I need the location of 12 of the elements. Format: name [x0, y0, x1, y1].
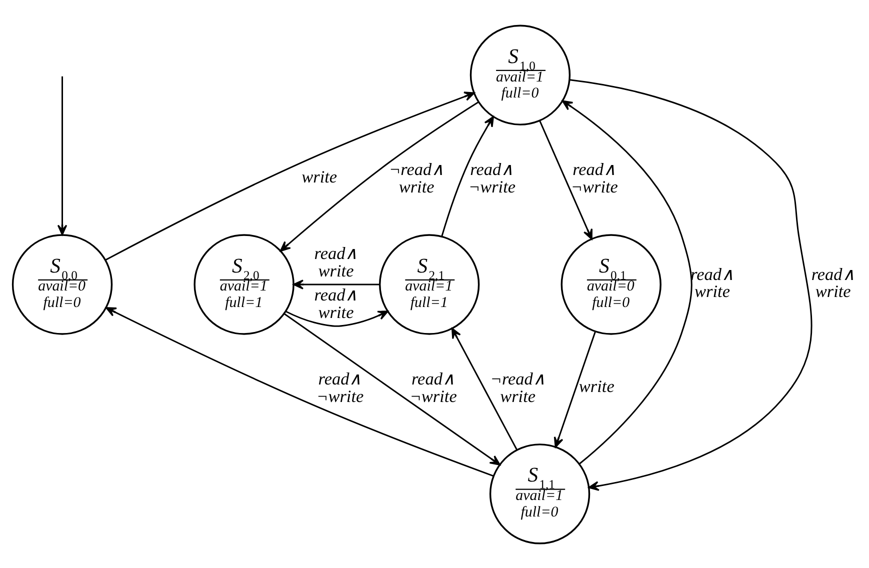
edge-label: read∧ ¬write [316, 369, 364, 406]
edge-label: write [578, 376, 614, 396]
edge-label: ¬read∧ write [389, 160, 445, 196]
edge-label: read∧ ¬write [570, 160, 618, 196]
edge-label: read∧ ¬write [468, 160, 516, 196]
edge-label: read∧ write [811, 264, 856, 301]
edge-label: read∧ write [314, 244, 358, 280]
edge-label: write [302, 167, 338, 186]
edge-label: ¬read∧ write [490, 369, 546, 406]
edge-label: read∧ write [314, 285, 358, 322]
edge-label: read∧ ¬write [410, 369, 457, 406]
edge-label: read∧ write [690, 264, 735, 301]
